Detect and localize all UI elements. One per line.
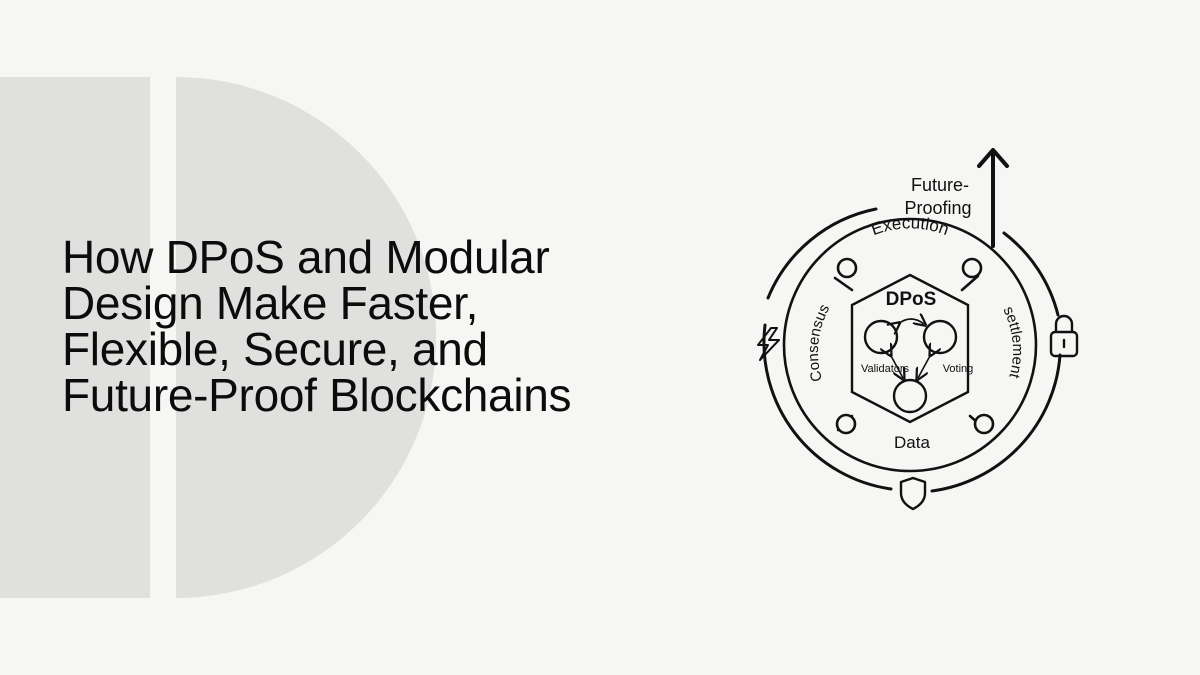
validator-node [863, 319, 899, 355]
headline: How DPoS and Modular Design Make Faster,… [62, 234, 702, 418]
future-proofing-label-2: Proofing [904, 198, 971, 218]
arrow-validator-bottom [890, 354, 903, 378]
ring-label-data: Data [894, 433, 930, 452]
modular-dpos-diagram: Execution Consensus settlement Data DPoS… [757, 148, 1079, 511]
lightning-icon [757, 327, 780, 361]
node-label-validators: Validators [861, 363, 910, 375]
ring-label-consensus: Consensus [805, 302, 833, 384]
lock-icon [1049, 314, 1079, 358]
headline-line: How DPoS and Modular [62, 231, 550, 283]
background-bar [0, 77, 150, 598]
up-arrow-icon [977, 148, 1009, 248]
arrow-voting-bottom [918, 354, 931, 378]
voting-node [922, 319, 958, 355]
core-title: DPoS [886, 289, 937, 310]
headline-line: Future-Proof Blockchains [62, 369, 572, 421]
ring-label-settlement: settlement [999, 304, 1026, 381]
node-label-voting: Voting [943, 363, 974, 375]
shield-icon [899, 476, 927, 511]
future-proofing-label-1: Future- [911, 175, 969, 195]
core-hexagon [850, 273, 970, 424]
arrow-validator-voting [898, 319, 924, 324]
headline-line: Flexible, Secure, and [62, 323, 488, 375]
headline-line: Design Make Faster, [62, 277, 479, 329]
middle-ring [782, 217, 1038, 473]
bottom-node [892, 378, 928, 414]
